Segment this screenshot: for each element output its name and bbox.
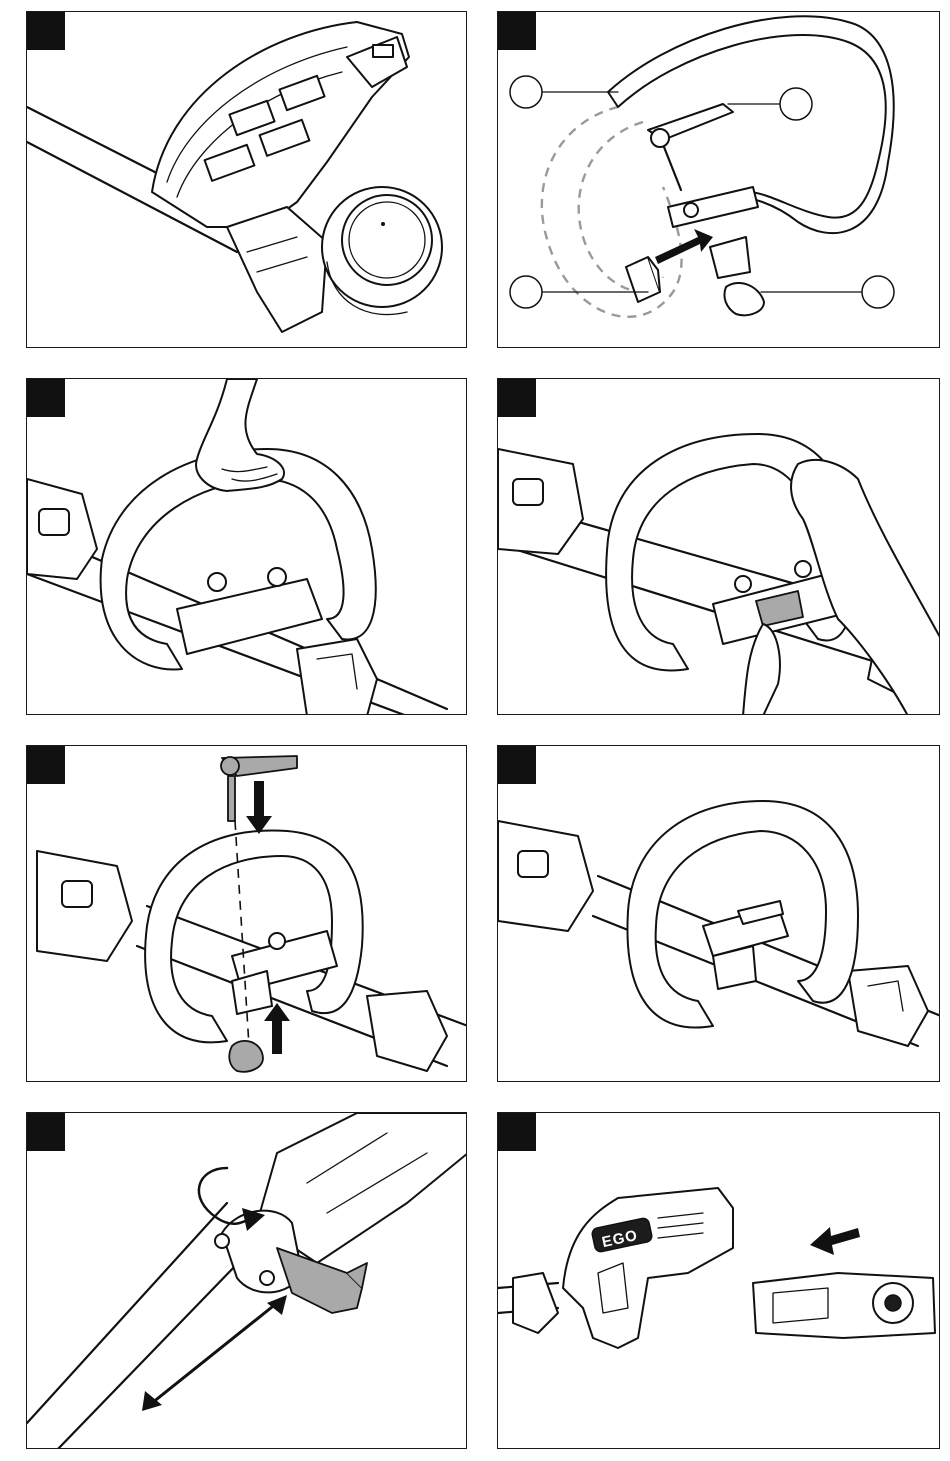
handle-parts-illustration <box>498 12 940 348</box>
panel-guard-and-head <box>26 11 467 348</box>
callout-2 <box>780 88 812 120</box>
step-marker <box>498 12 536 50</box>
insert-bolt-illustration <box>27 746 467 1082</box>
attach-battery-illustration: EGO <box>498 1113 940 1449</box>
panel-handle-parts <box>497 11 940 348</box>
step-marker <box>498 746 536 784</box>
place-handle-illustration <box>27 379 467 715</box>
panel-handle-assembled <box>497 745 940 1082</box>
step-marker <box>27 746 65 784</box>
step-marker <box>27 1113 65 1151</box>
step-marker <box>27 12 65 50</box>
panel-insert-bolt <box>26 745 467 1082</box>
panel-strap-clip <box>26 1112 467 1449</box>
handle-assembled-illustration <box>498 746 940 1082</box>
step-marker <box>498 1113 536 1151</box>
guard-head-illustration <box>27 12 467 348</box>
callout-3 <box>510 276 542 308</box>
strap-clip-illustration <box>27 1113 467 1449</box>
callout-4 <box>862 276 894 308</box>
step-marker <box>27 379 65 417</box>
panel-insert-bracket <box>497 378 940 715</box>
step-marker <box>498 379 536 417</box>
callout-1 <box>510 76 542 108</box>
panel-place-handle <box>26 378 467 715</box>
panel-attach-battery: EGO <box>497 1112 940 1449</box>
insert-bracket-illustration <box>498 379 940 715</box>
